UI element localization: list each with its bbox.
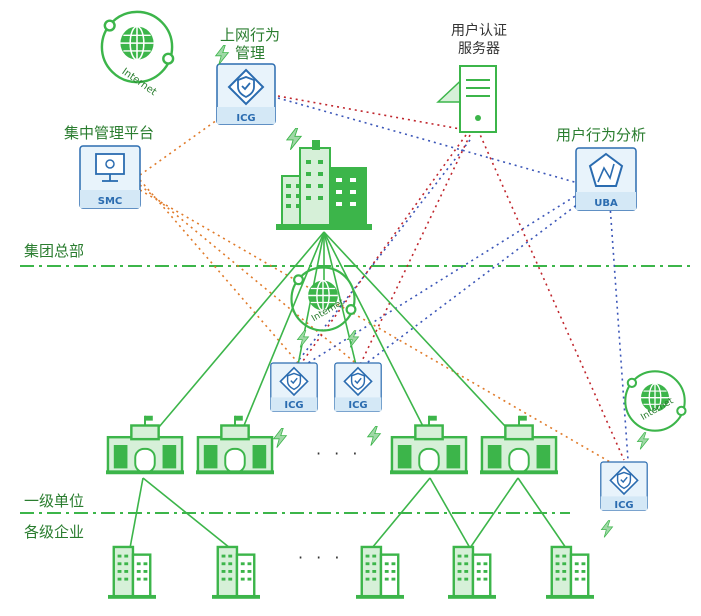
auth-server-label: 用户认证 服务器 <box>440 22 518 58</box>
smc-box <box>79 145 141 209</box>
internet-globe-icon <box>100 10 175 84</box>
auth-server-label-line1: 用户认证 <box>451 23 507 39</box>
user-behavior-analysis-label: 用户行为分析 <box>556 126 647 144</box>
ellipsis-enterprises: · · · <box>298 548 344 567</box>
lightning-icon <box>297 330 309 348</box>
uba-caption: UBA <box>594 198 618 209</box>
smc-caption: SMC <box>98 196 123 207</box>
behavior-mgmt-label: 上网行为 管理 <box>218 26 282 62</box>
auth-server-label-line2: 服务器 <box>458 41 500 57</box>
lightning-icon <box>286 128 302 150</box>
icg-caption: ICG <box>348 400 367 411</box>
lightning-icon <box>601 520 613 538</box>
enterprise-building-icon <box>448 545 496 600</box>
lightning-icon <box>637 432 649 450</box>
level1-unit-building-icon <box>196 414 274 476</box>
tier-enterprises-label: 各级企业 <box>24 523 85 541</box>
enterprise-building-icon <box>212 545 260 600</box>
ellipsis-level1: · · · <box>316 444 362 463</box>
level1-unit-building-icon <box>106 414 184 476</box>
icg-caption: ICG <box>614 500 633 511</box>
lightning-icon <box>273 428 287 448</box>
level1-unit-building-icon <box>390 414 468 476</box>
uba-box <box>575 147 637 211</box>
enterprise-building-icon <box>108 545 156 600</box>
central-platform-label: 集中管理平台 <box>64 124 155 142</box>
enterprise-building-icon <box>546 545 594 600</box>
tier-level1-label: 一级单位 <box>24 492 85 510</box>
lightning-icon <box>367 426 381 446</box>
internet-globe-icon <box>624 370 687 432</box>
hq-building-icon <box>276 140 372 230</box>
icg-caption: ICG <box>284 400 303 411</box>
enterprise-building-icon <box>356 545 404 600</box>
icg-caption: ICG <box>236 113 255 124</box>
tier-hq-label: 集团总部 <box>24 242 85 260</box>
internet-label: Internet <box>119 66 158 98</box>
behavior-mgmt-label-line2: 管理 <box>234 44 265 62</box>
auth-server-icon <box>436 65 497 133</box>
behavior-mgmt-label-line1: 上网行为 <box>219 26 280 44</box>
